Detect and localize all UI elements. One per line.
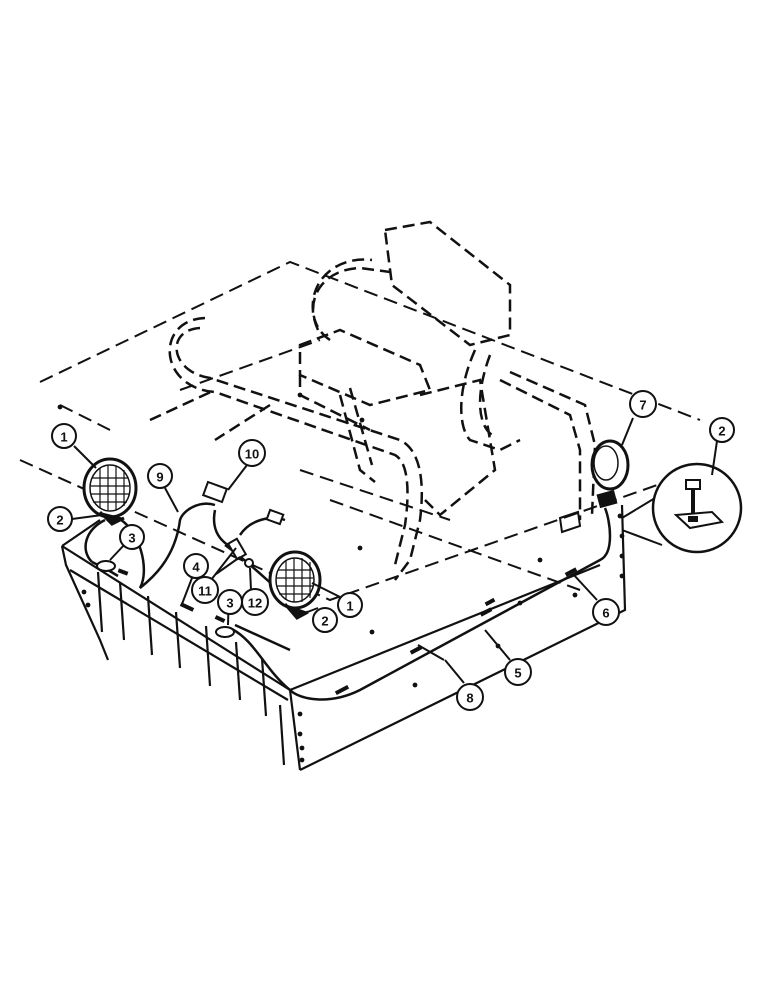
panel-bolts: [57, 392, 625, 763]
callout-11: 11: [191, 576, 219, 604]
callout-2-label: 2: [56, 513, 63, 528]
rear-lamp: [590, 439, 630, 509]
bolt-detail-inset: [621, 462, 743, 554]
callout-6-label: 6: [602, 606, 609, 621]
work-lamp-left: [82, 457, 138, 526]
mount-bracket: [558, 510, 582, 534]
callout-1b: 1: [337, 592, 363, 618]
callout-8: 8: [456, 683, 484, 711]
grommet: [96, 560, 235, 638]
callout-10: 10: [238, 439, 266, 467]
callout-9: 9: [147, 463, 173, 489]
callout-1-label: 1: [60, 430, 67, 445]
callout-5-label: 5: [514, 666, 521, 681]
callout-11-label: 11: [198, 584, 212, 599]
callout-2b-label: 2: [321, 614, 328, 629]
callouts: 1 2 3 9 10 4 11 3: [47, 390, 735, 711]
callout-5: 5: [504, 658, 532, 686]
callout-2c: 2: [709, 417, 735, 443]
callout-8-label: 8: [466, 691, 473, 706]
harness-clips: [117, 567, 578, 696]
callout-2c-label: 2: [718, 424, 725, 439]
front-panel: [60, 504, 627, 771]
callout-10-label: 10: [245, 447, 259, 462]
callout-1b-label: 1: [346, 599, 353, 614]
callout-2: 2: [47, 506, 73, 532]
callout-12: 12: [241, 588, 269, 616]
callout-6: 6: [592, 598, 620, 626]
callout-3: 3: [119, 524, 145, 550]
rops-frame: [149, 258, 597, 581]
callout-4-label: 4: [192, 560, 200, 575]
callout-12-label: 12: [248, 596, 262, 611]
switch-assembly: [201, 480, 285, 568]
callout-2b: 2: [312, 607, 338, 633]
callout-3-label: 3: [128, 531, 135, 546]
callout-7: 7: [629, 390, 657, 418]
callout-9-label: 9: [156, 470, 163, 485]
callout-4: 4: [183, 553, 209, 579]
callout-3b: 3: [217, 589, 243, 615]
work-lamp-center: [268, 550, 322, 620]
callout-3b-label: 3: [226, 596, 233, 611]
callout-7-label: 7: [639, 398, 646, 413]
callout-1: 1: [51, 423, 77, 449]
leader-lines: [71, 417, 718, 684]
